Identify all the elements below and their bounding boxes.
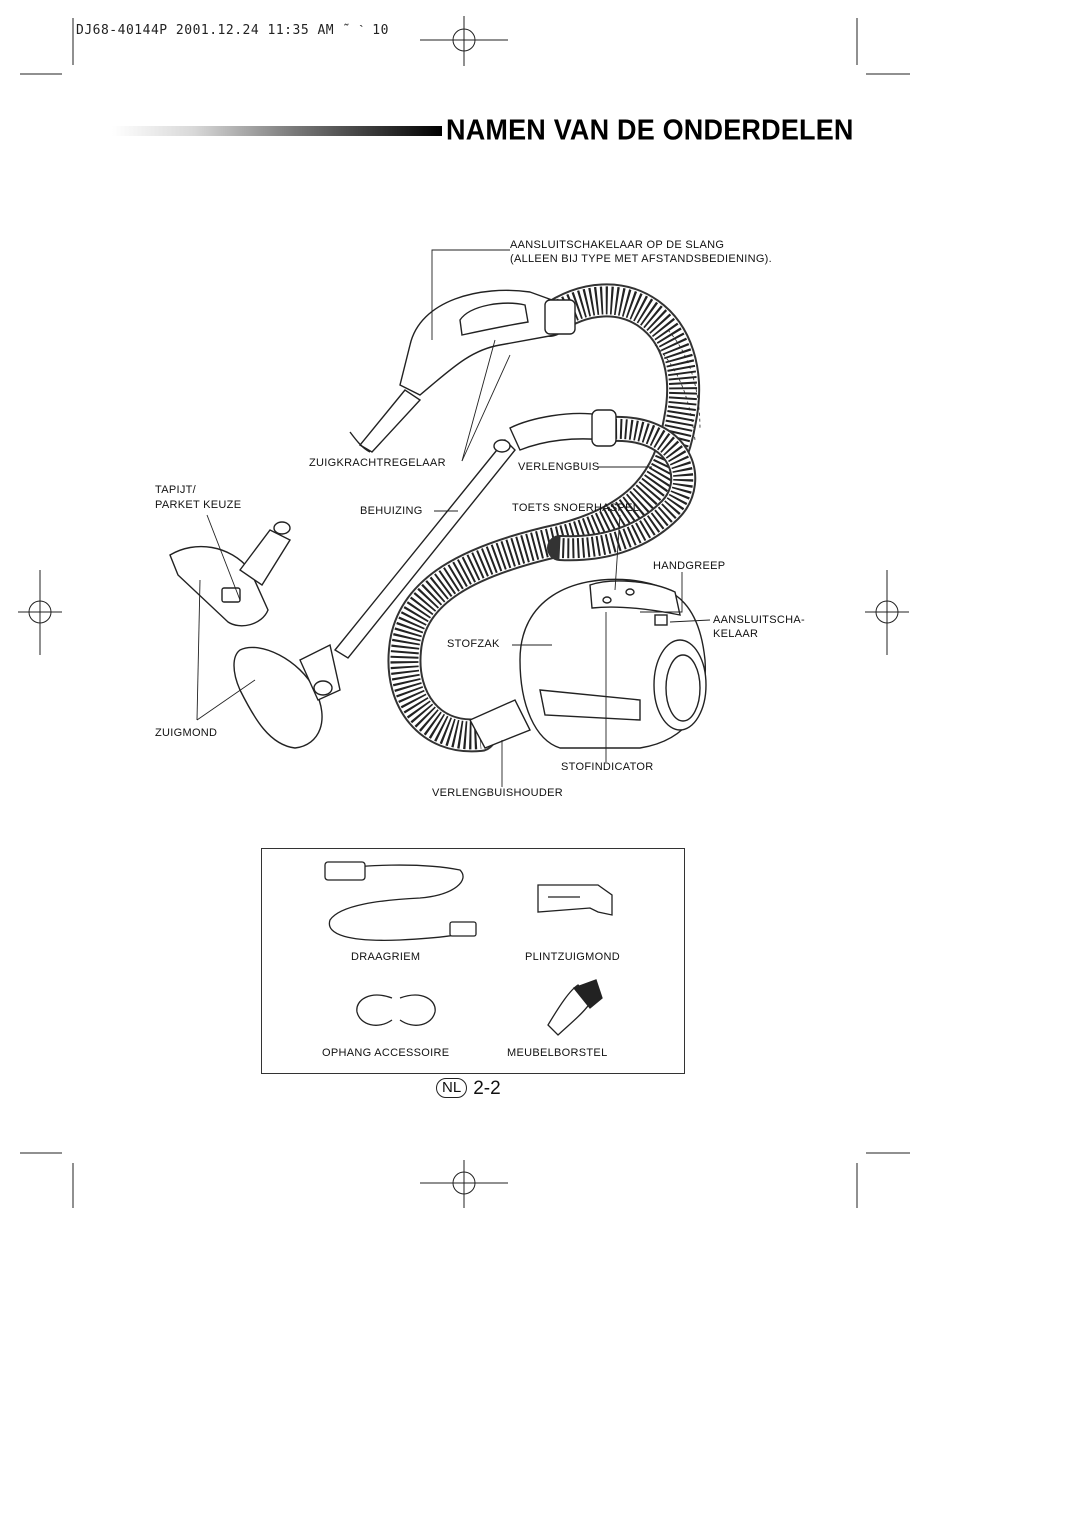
label-nozzle: ZUIGMOND bbox=[155, 727, 218, 739]
label-power-switch: AANSLUITSCHA- bbox=[713, 614, 805, 626]
page-title: NAMEN VAN DE ONDERDELEN bbox=[446, 114, 854, 146]
extension-tube bbox=[333, 409, 617, 659]
label-housing: BEHUIZING bbox=[360, 505, 423, 517]
label-tube-holder: VERLENGBUISHOUDER bbox=[432, 787, 564, 799]
hose-connector bbox=[469, 699, 531, 749]
floor-nozzle bbox=[233, 643, 341, 749]
label-handle: HANDGREEP bbox=[653, 560, 726, 572]
label-power-switch-2: KELAAR bbox=[713, 628, 759, 640]
leader-lines bbox=[196, 249, 711, 787]
accessories-box bbox=[261, 848, 685, 1074]
hose-handle bbox=[349, 289, 576, 453]
crop-marks bbox=[20, 18, 910, 1208]
title-gradient-bar bbox=[112, 126, 442, 136]
label-hose-switch: AANSLUITSCHAKELAAR OP DE SLANG bbox=[510, 239, 725, 251]
registration-mark-right bbox=[865, 570, 909, 655]
hose bbox=[387, 283, 701, 753]
registration-mark-bottom bbox=[420, 1160, 508, 1208]
label-strap: DRAAGRIEM bbox=[351, 951, 421, 963]
label-extension-tube: VERLENGBUIS bbox=[518, 461, 600, 473]
print-header: DJ68-40144P 2001.12.24 11:35 AM ˜ ˋ 10 bbox=[76, 23, 389, 38]
label-dusting-brush: MEUBELBORSTEL bbox=[507, 1047, 608, 1059]
label-dust-bag: STOFZAK bbox=[447, 638, 500, 650]
label-dust-indicator: STOFINDICATOR bbox=[561, 761, 654, 773]
language-badge: NL bbox=[436, 1078, 468, 1098]
strap-drawing bbox=[324, 861, 477, 941]
label-suction-control: ZUIGKRACHTREGELAAR bbox=[309, 457, 446, 469]
registration-mark-top bbox=[420, 16, 508, 66]
carpet-nozzle bbox=[169, 521, 292, 627]
label-accessory-holder: OPHANG ACCESSOIRE bbox=[322, 1047, 450, 1059]
crevice-tool-drawing bbox=[537, 884, 613, 916]
dusting-brush-drawing bbox=[547, 979, 603, 1036]
page-number-text: 2-2 bbox=[473, 1078, 501, 1099]
label-carpet: TAPIJT/ bbox=[155, 484, 197, 496]
label-hose-switch-note: (ALLEEN BIJ TYPE MET AFSTANDSBEDIENING). bbox=[510, 253, 773, 265]
label-parquet: PARKET KEUZE bbox=[155, 499, 242, 511]
label-cord-rewind: TOETS SNOERHASPEL bbox=[512, 502, 640, 514]
registration-mark-left bbox=[18, 570, 62, 655]
label-crevice-tool: PLINTZUIGMOND bbox=[525, 951, 620, 963]
accessory-holder-drawing bbox=[356, 994, 436, 1026]
canister-body bbox=[519, 578, 707, 749]
